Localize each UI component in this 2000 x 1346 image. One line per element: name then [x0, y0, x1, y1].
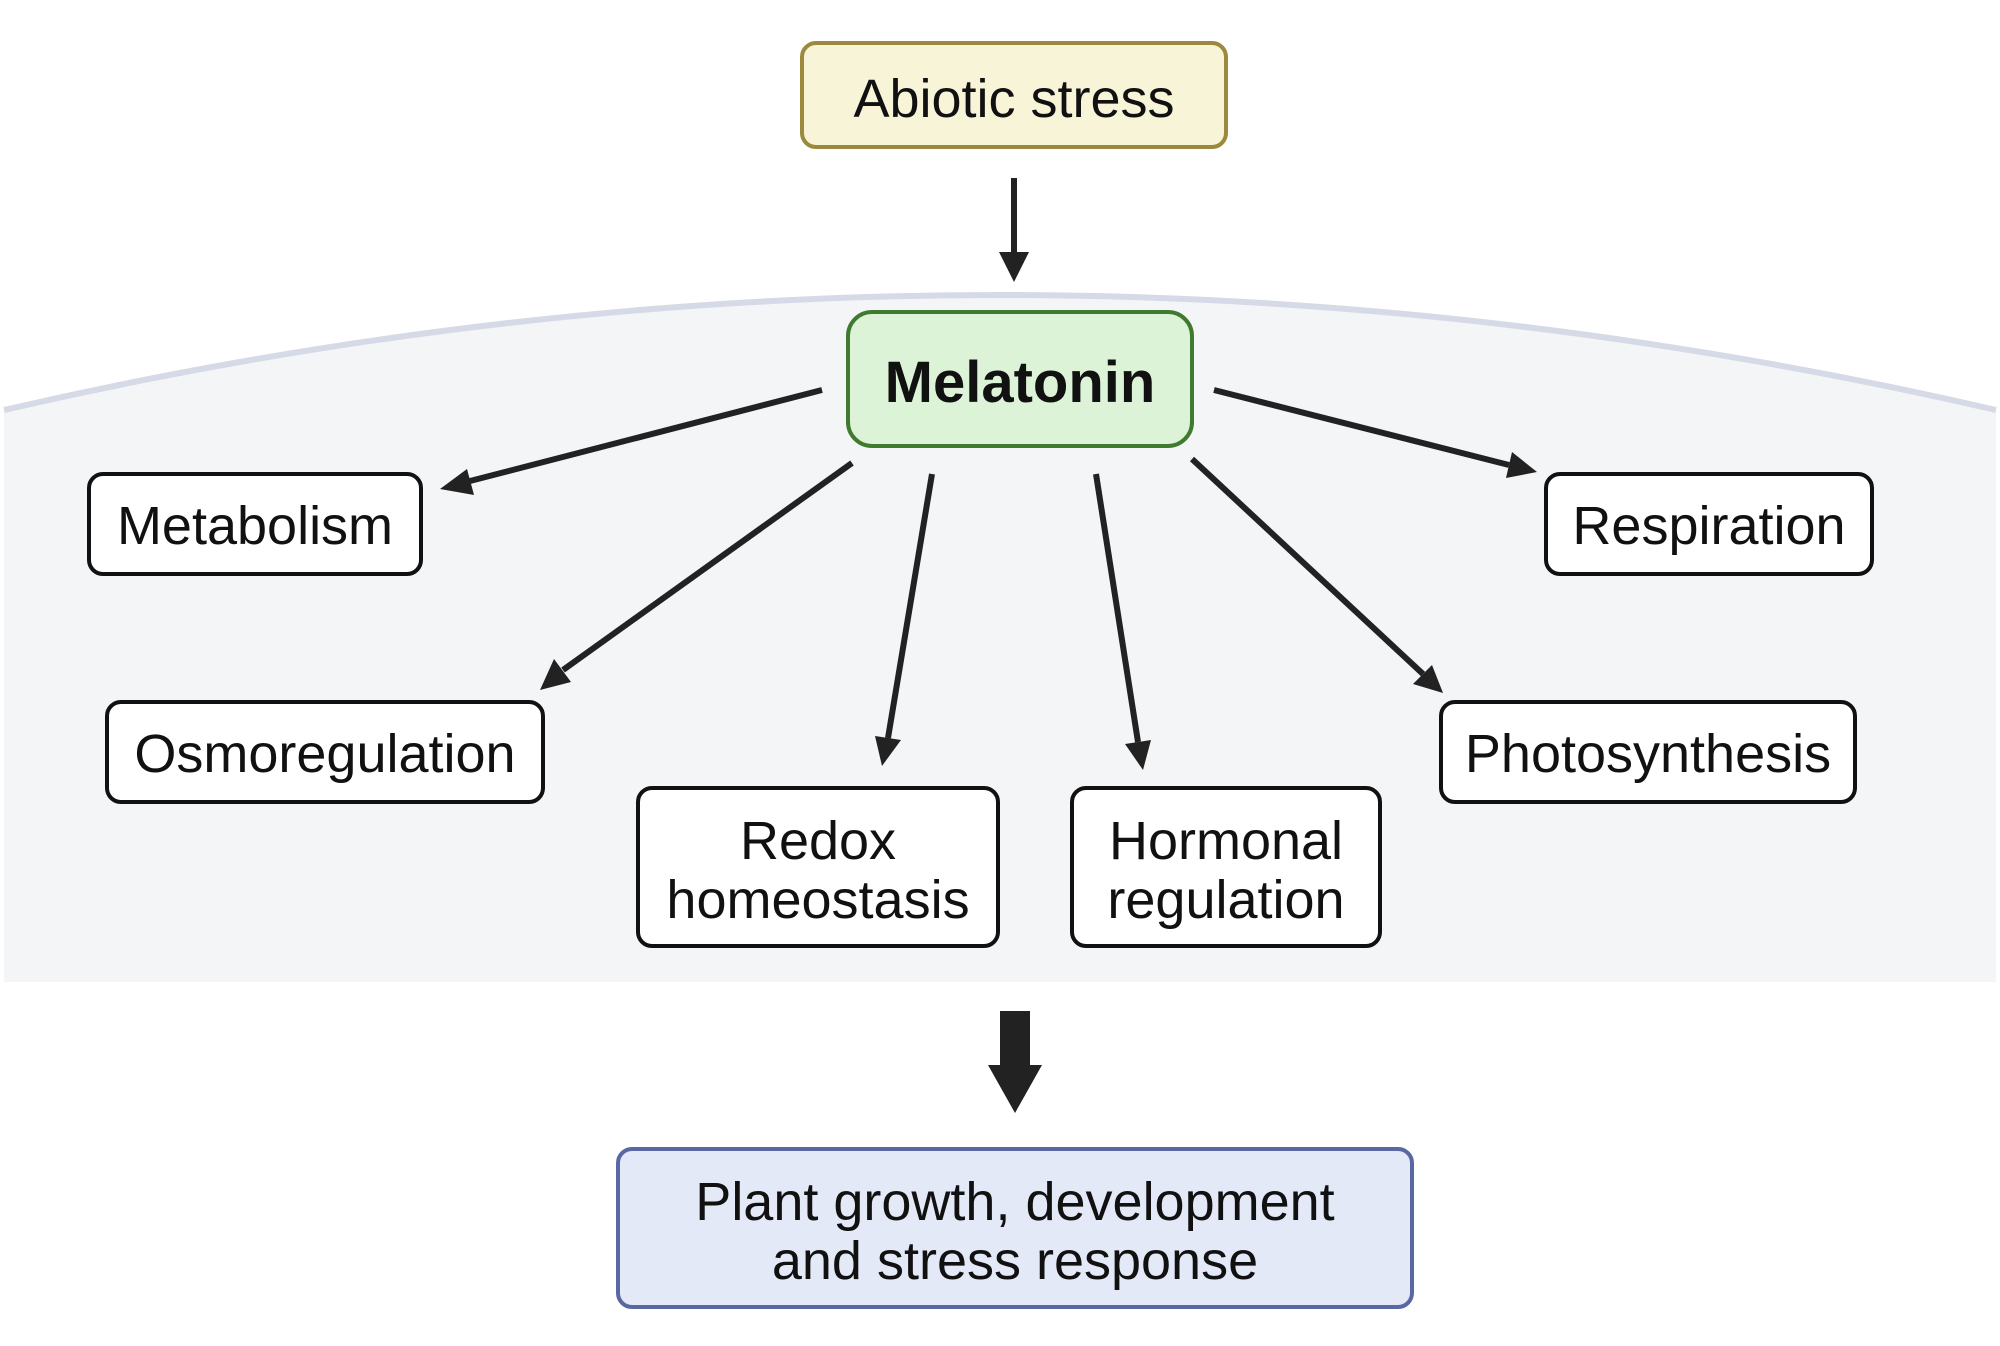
arrow-melatonin-to-hormonal — [1093, 473, 1151, 770]
outcome-label-line1: Plant growth, development — [695, 1172, 1334, 1232]
osmoregulation-node: Osmoregulation — [105, 700, 545, 804]
outcome-label-line2: and stress response — [772, 1231, 1258, 1291]
melatonin-node: Melatonin — [846, 310, 1194, 448]
abiotic-stress-node: Abiotic stress — [800, 41, 1228, 149]
arrow-melatonin-to-redox — [875, 473, 935, 766]
hormonal-label-line2: regulation — [1107, 870, 1344, 930]
arrow-melatonin-to-respiration — [1213, 387, 1537, 478]
hormonal-label-line1: Hormonal — [1109, 811, 1343, 871]
respiration-label: Respiration — [1572, 496, 1845, 556]
abiotic-stress-label: Abiotic stress — [853, 69, 1174, 129]
osmoregulation-label: Osmoregulation — [134, 724, 515, 784]
respiration-node: Respiration — [1544, 472, 1874, 576]
arrow-melatonin-to-metabolism — [440, 387, 823, 495]
redox-label-line2: homeostasis — [666, 870, 969, 930]
arrow-stress-to-melatonin — [999, 178, 1029, 282]
outcome-node: Plant growth, development and stress res… — [616, 1147, 1414, 1309]
photosynthesis-label: Photosynthesis — [1465, 724, 1831, 784]
photosynthesis-node: Photosynthesis — [1439, 700, 1857, 804]
redox-homeostasis-node: Redox homeostasis — [636, 786, 1000, 948]
redox-label-line1: Redox — [740, 811, 896, 871]
metabolism-label: Metabolism — [117, 496, 393, 556]
arrow-to-outcome — [988, 1011, 1042, 1113]
melatonin-label: Melatonin — [885, 350, 1156, 415]
cell-region — [4, 295, 1996, 982]
arrow-melatonin-to-osmoregulation — [540, 460, 854, 690]
arrow-melatonin-to-photosynthesis — [1189, 456, 1443, 693]
hormonal-regulation-node: Hormonal regulation — [1070, 786, 1382, 948]
metabolism-node: Metabolism — [87, 472, 423, 576]
cell-membrane — [3, 292, 1997, 413]
